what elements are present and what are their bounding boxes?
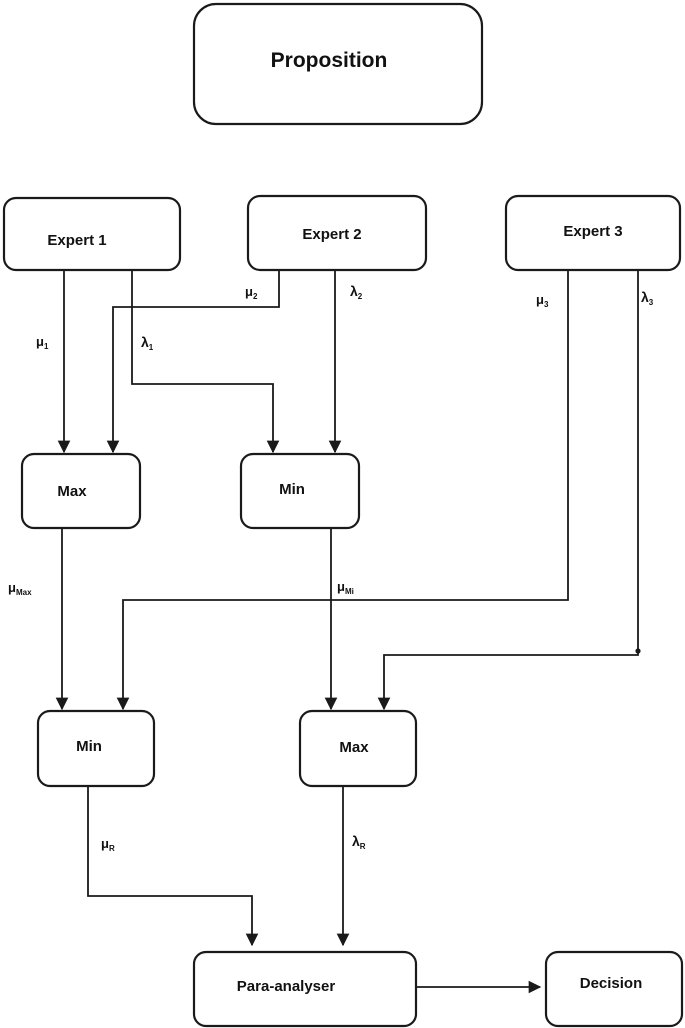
max-node-2-label: Max <box>339 739 369 756</box>
expert-2-label: Expert 2 <box>302 226 361 243</box>
label-lambda1: λ1 <box>141 334 154 352</box>
proposition-node: Proposition <box>192 2 484 126</box>
edge-expert3-lambda3 <box>377 270 639 711</box>
expert-3-label: Expert 3 <box>563 223 622 240</box>
proposition-label: Proposition <box>271 49 388 72</box>
edge-expert2-mu2 <box>106 270 280 454</box>
label-mu-r: μR <box>101 836 115 853</box>
decision-label: Decision <box>580 975 643 992</box>
decision-node: Decision <box>544 950 684 1028</box>
min-node-2-label: Min <box>76 738 102 755</box>
label-lambda2: λ2 <box>350 283 363 301</box>
para-analyser-label: Para-analyser <box>237 978 336 995</box>
label-lambda3: λ3 <box>641 289 654 307</box>
min-node-1-label: Min <box>279 481 305 498</box>
label-mu3: μ3 <box>536 292 549 309</box>
para-analyser-node: Para-analyser <box>192 950 418 1028</box>
expert-1-node: Expert 1 <box>2 196 182 272</box>
min-node-2: Min <box>36 709 156 788</box>
max-node-2: Max <box>298 709 418 788</box>
edge-expert1-lambda1 <box>131 270 280 454</box>
expert-1-label: Expert 1 <box>47 232 106 249</box>
label-mu1: μ1 <box>36 334 49 351</box>
label-lambda-r: λR <box>352 833 366 851</box>
label-mu-max: μMax <box>8 580 32 597</box>
max-node-1-label: Max <box>57 483 87 500</box>
max-node-1: Max <box>20 452 142 530</box>
expert-2-node: Expert 2 <box>246 194 428 272</box>
label-mu-mi: μMi <box>337 579 354 596</box>
expert-3-node: Expert 3 <box>504 194 682 272</box>
edge-min-mu-r <box>87 786 259 947</box>
min-node-1: Min <box>239 452 361 530</box>
junction-dot <box>635 648 641 654</box>
edge-expert3-mu3 <box>116 270 569 711</box>
label-mu2: μ2 <box>245 284 258 301</box>
